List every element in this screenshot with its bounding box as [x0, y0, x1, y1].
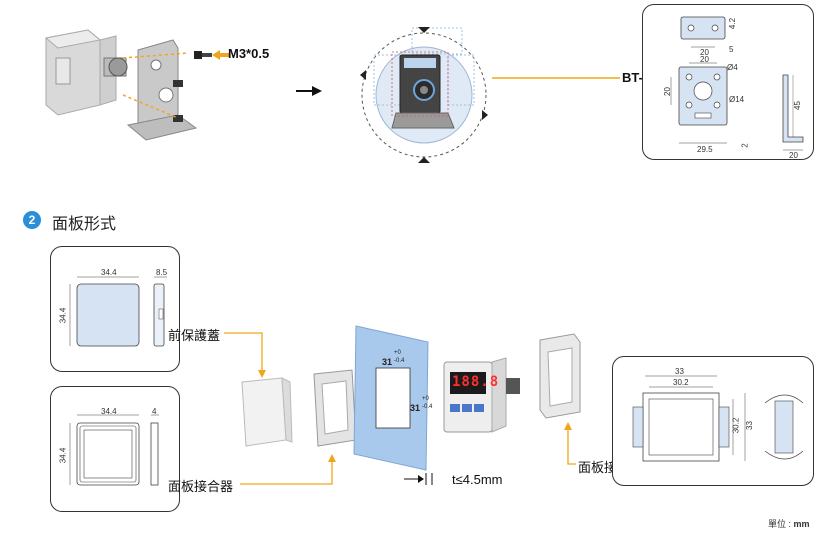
dim-hole-diameter: Ø4: [727, 63, 738, 72]
panel-adapter-label-left: 面板接合器: [168, 479, 234, 494]
cutout-height-dimension: 31 +0 -0.4: [410, 396, 432, 416]
thickness-arrows: [404, 473, 433, 485]
panel-adapter-leader-left: [240, 454, 336, 485]
dim-slot-width: 5: [729, 45, 734, 54]
orange-pointer-arrow: [212, 50, 230, 60]
display-digits: 188.8: [452, 374, 500, 390]
model-leader-line: [492, 77, 620, 79]
cutout-width-value: 31: [382, 357, 393, 367]
unit-note-prefix: 單位 :: [768, 519, 794, 529]
unit-note-unit: mm: [793, 519, 810, 529]
cutout-height-tol-lower: -0.4: [422, 404, 433, 410]
section-title: 面板形式: [52, 216, 117, 233]
cutout-width-tol-upper: +0: [394, 350, 401, 356]
panel-thickness-label: t≤4.5mm: [452, 472, 503, 487]
front-cover-dimension-card: 34.4 34.4 8.5: [50, 246, 180, 372]
adapter-depth-dim: 4: [152, 407, 157, 416]
clip-inner-width: 30.2: [673, 378, 689, 387]
exploded-assembly-illustration: [230, 322, 600, 472]
clip-inner-height: 30.2: [731, 417, 741, 434]
clip-outer-height: 33: [744, 421, 754, 430]
adapter-clip-dimension-card: 33 30.2 30.2 33: [612, 356, 814, 486]
dim-slot-height: 4.2: [728, 17, 738, 30]
front-cover-leader: [224, 332, 266, 378]
cutout-width-dimension: 31 +0 -0.4: [382, 350, 404, 370]
right-arrow-icon: [296, 86, 322, 96]
cutout-height-tol-upper: +0: [422, 396, 429, 402]
screw-icon: [194, 51, 212, 59]
adapter-height-dim: 34.4: [58, 447, 68, 464]
dim-side-depth: 20: [789, 151, 798, 160]
cutout-height-value: 31: [410, 403, 421, 413]
screw-size-label: M3*0.5: [228, 46, 270, 61]
unit-note: 單位 : mm: [768, 517, 810, 530]
cover-width-dim: 34.4: [101, 268, 117, 277]
panel-adapter-leader-right: [564, 422, 576, 465]
clip-outer-width: 33: [675, 367, 684, 376]
cutout-width-tol-lower: -0.4: [394, 358, 405, 364]
dim-top-hole-spacing: 20: [700, 48, 709, 57]
bracket-dimension-card: 20 4.2 5 20 20 Ø4 Ø14 29.5 45 2 20: [642, 4, 814, 160]
dim-front-height: 20: [662, 87, 672, 96]
rotation-mount-diagram: [352, 0, 492, 165]
cover-depth-dim: 8.5: [156, 268, 168, 277]
dim-base-width: 29.5: [697, 145, 713, 154]
front-cover-label: 前保護蓋: [168, 328, 221, 343]
cover-height-dim: 34.4: [58, 307, 68, 324]
dim-center-diameter: Ø14: [729, 95, 745, 104]
adapter-width-dim: 34.4: [101, 407, 117, 416]
panel-adapter-dimension-card: 34.4 34.4 4: [50, 386, 180, 512]
dim-side-thickness: 2: [740, 143, 750, 148]
section-number-badge: 2: [23, 211, 41, 229]
section-number: 2: [28, 213, 36, 227]
dim-side-height: 45: [792, 101, 802, 110]
dim-front-width: 20: [700, 55, 709, 64]
sensor-with-bracket-image: [38, 20, 198, 145]
